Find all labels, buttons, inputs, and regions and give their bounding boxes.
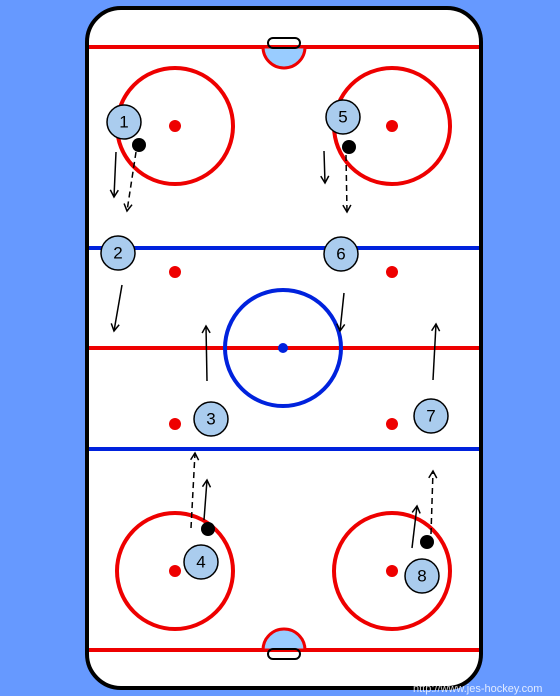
player-number: 8 (417, 567, 426, 586)
player-8: 8 (404, 558, 440, 594)
goal-net-top (267, 37, 301, 49)
faceoff-dot-neutral-bottom-right (386, 418, 398, 430)
player-marker (404, 558, 440, 594)
faceoff-dot-top-right (386, 120, 398, 132)
skating-paths (109, 150, 441, 549)
player-number: 3 (206, 410, 215, 429)
player-number: 7 (426, 407, 435, 426)
faceoff-dot-neutral-bottom-left (169, 418, 181, 430)
skate-path-player-1 (109, 151, 119, 199)
puck-player-8 (420, 535, 434, 549)
player-4: 4 (183, 544, 219, 580)
player-2: 2 (100, 235, 136, 271)
player-number: 4 (196, 553, 205, 572)
skate-path-player-6 (336, 292, 346, 333)
center-circle (223, 288, 343, 408)
player-number: 1 (119, 113, 128, 132)
skate-path-player-5 (320, 150, 330, 185)
player-number: 6 (336, 245, 345, 264)
skate-path-player-4 (201, 478, 212, 521)
player-marker (323, 236, 359, 272)
player-3: 3 (193, 401, 229, 437)
puck-path-player-8 (428, 469, 438, 535)
faceoff-circle-bottom-right (332, 511, 452, 631)
skate-path-player-2 (110, 284, 123, 333)
player-5: 5 (325, 99, 361, 135)
faceoff-dot-bottom-right (386, 565, 398, 577)
goal-crease-bottom (261, 627, 307, 652)
player-marker (413, 398, 449, 434)
faceoff-dot-neutral-top-right (386, 266, 398, 278)
player-marker (325, 99, 361, 135)
faceoff-circle-bottom-left (115, 511, 235, 631)
pass-paths (123, 151, 438, 535)
player-6: 6 (323, 236, 359, 272)
player-marker (100, 235, 136, 271)
puck-player-5 (342, 140, 356, 154)
faceoff-dot-bottom-left (169, 565, 181, 577)
puck-path-player-4 (190, 451, 200, 529)
skate-path-player-8 (411, 504, 421, 549)
center-faceoff-dot (278, 343, 288, 353)
player-7: 7 (413, 398, 449, 434)
player-number: 2 (113, 244, 122, 263)
player-marker (106, 104, 142, 140)
player-1: 1 (106, 104, 142, 140)
goal-crease-top (261, 45, 307, 70)
puck-player-4 (201, 522, 215, 536)
watermark-text: http://www.jes-hockey.com (413, 683, 542, 695)
faceoff-dot-top-left (169, 120, 181, 132)
skate-path-player-3 (201, 324, 211, 382)
player-marker (193, 401, 229, 437)
faceoff-dot-neutral-top-left (169, 266, 181, 278)
player-marker (183, 544, 219, 580)
puck-player-1 (132, 138, 146, 152)
skate-path-player-7 (431, 322, 441, 381)
goal-net-bottom (267, 648, 301, 660)
player-number: 5 (338, 108, 347, 127)
